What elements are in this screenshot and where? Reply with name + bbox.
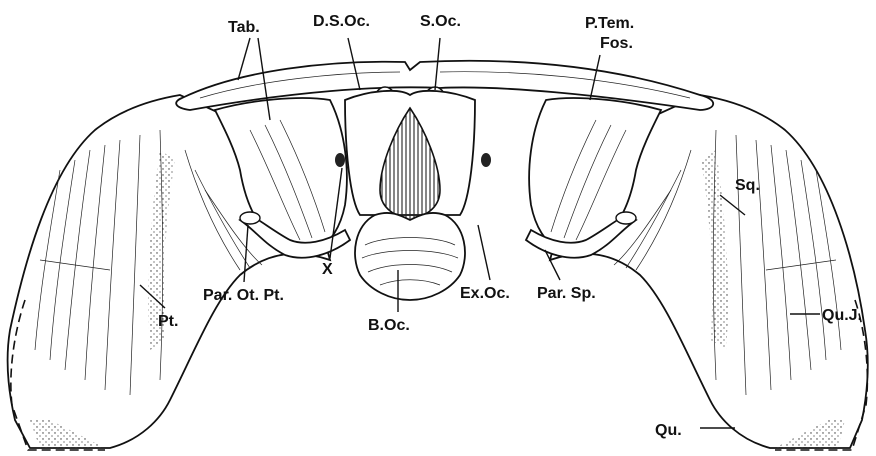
label-x: X bbox=[322, 261, 333, 278]
label-d-s-oc: D.S.Oc. bbox=[313, 13, 370, 30]
label-b-oc: B.Oc. bbox=[368, 317, 410, 334]
foramen-magnum bbox=[345, 91, 475, 220]
label-fos: Fos. bbox=[600, 35, 633, 52]
label-ex-oc: Ex.Oc. bbox=[460, 285, 510, 302]
label-s-oc: S.Oc. bbox=[420, 13, 461, 30]
label-par-ot-pt: Par. Ot. Pt. bbox=[203, 287, 284, 304]
label-par-sp: Par. Sp. bbox=[537, 285, 596, 302]
label-qu-j: Qu.J. bbox=[822, 307, 862, 324]
occipital-condyle bbox=[355, 213, 465, 300]
label-p-tem: P.Tem. bbox=[585, 15, 634, 32]
label-pt: Pt. bbox=[158, 313, 178, 330]
label-qu: Qu. bbox=[655, 422, 682, 439]
label-sq: Sq. bbox=[735, 177, 760, 194]
label-tab: Tab. bbox=[228, 19, 260, 36]
